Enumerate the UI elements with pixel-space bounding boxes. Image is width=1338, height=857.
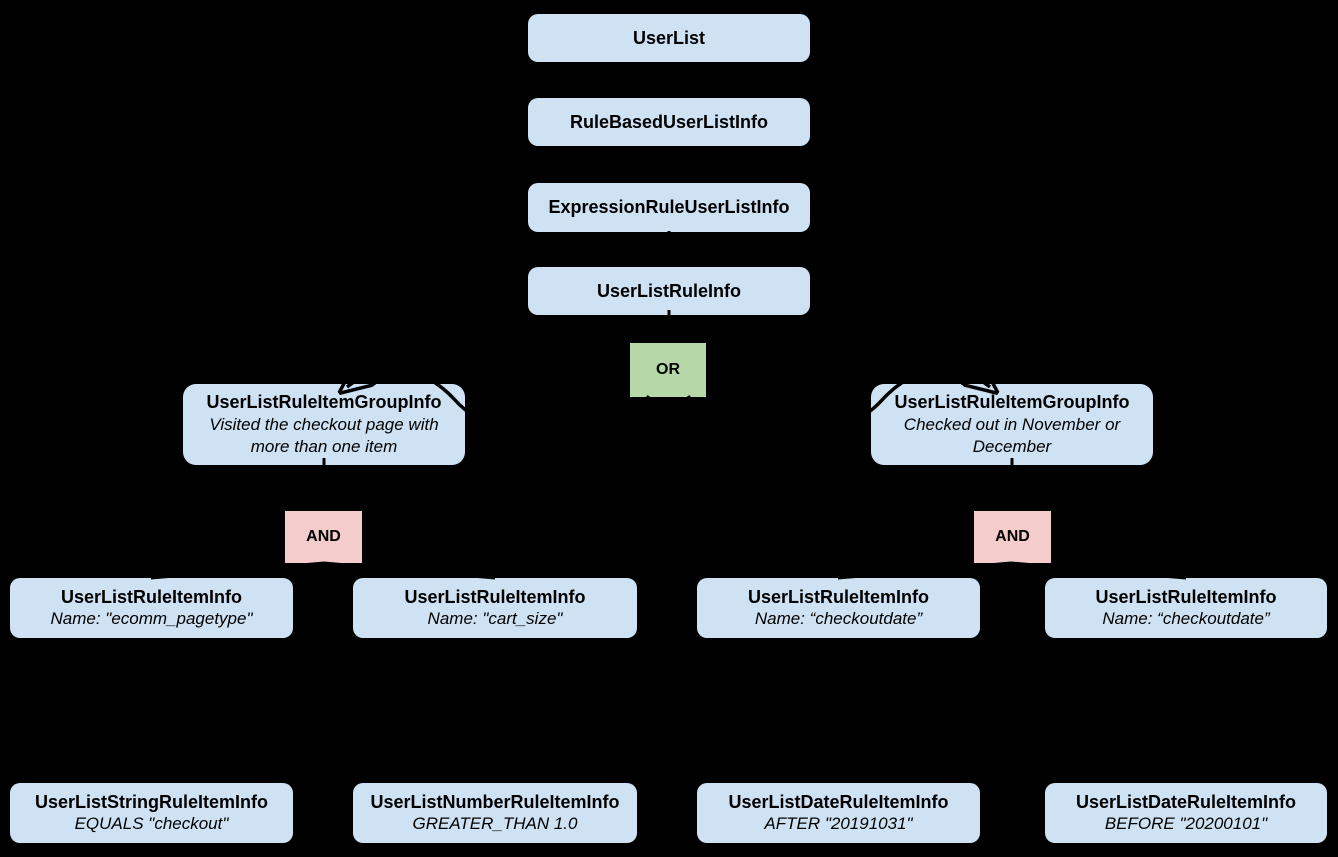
node-description: EQUALS "checkout"	[74, 814, 229, 834]
edge-and-right-item3	[837, 561, 1012, 580]
node-title: ExpressionRuleUserListInfo	[548, 197, 790, 218]
and-operator-box-left: AND	[285, 511, 362, 563]
node-title: UserListRuleItemGroupInfo	[894, 392, 1130, 413]
node-date-rule-item-before: UserListDateRuleItemInfo BEFORE "2020010…	[1045, 783, 1327, 843]
node-title: UserListRuleItemInfo	[60, 586, 243, 607]
node-title: UserList	[632, 27, 706, 48]
node-userlist: UserList	[528, 14, 810, 62]
node-title: UserListStringRuleItemInfo	[34, 791, 269, 812]
node-title: UserListRuleItemGroupInfo	[206, 392, 442, 413]
node-rule-item-ecomm-pagetype: UserListRuleItemInfo Name: "ecomm_pagety…	[10, 578, 293, 638]
node-title: RuleBasedUserListInfo	[569, 111, 769, 132]
node-description: Visited the checkout page with more than…	[209, 414, 439, 456]
node-title: UserListNumberRuleItemInfo	[370, 791, 620, 812]
edge-and-left-item2	[323, 561, 496, 580]
node-title: UserListRuleItemInfo	[747, 586, 930, 607]
node-rule-item-group-right: UserListRuleItemGroupInfo Checked out in…	[871, 384, 1153, 465]
node-rule-based-user-list-info: RuleBasedUserListInfo	[528, 98, 810, 146]
node-date-rule-item-after: UserListDateRuleItemInfo AFTER "20191031…	[697, 783, 980, 843]
node-title: UserListRuleInfo	[596, 280, 742, 301]
node-rule-item-checkoutdate-2: UserListRuleItemInfo Name: “checkoutdate…	[1045, 578, 1327, 638]
and-operator-box-right: AND	[974, 511, 1051, 563]
node-number-rule-item: UserListNumberRuleItemInfo GREATER_THAN …	[353, 783, 637, 843]
node-description: Name: “checkoutdate”	[1102, 609, 1270, 629]
node-user-list-rule-info: UserListRuleInfo	[528, 267, 810, 315]
node-string-rule-item: UserListStringRuleItemInfo EQUALS "check…	[10, 783, 293, 843]
node-description: Name: "ecomm_pagetype"	[50, 609, 253, 629]
and-operator-label: AND	[995, 528, 1030, 545]
node-description: Name: "cart_size"	[427, 609, 563, 629]
node-expression-rule-user-list-info: ExpressionRuleUserListInfo	[528, 183, 810, 232]
edge-and-left-item1	[150, 561, 325, 580]
node-rule-item-group-left: UserListRuleItemGroupInfo Visited the ch…	[183, 384, 465, 465]
node-title: UserListRuleItemInfo	[1095, 586, 1277, 607]
node-title: UserListDateRuleItemInfo	[1075, 791, 1297, 812]
node-description: AFTER "20191031"	[764, 814, 913, 834]
node-title: UserListRuleItemInfo	[404, 586, 586, 607]
node-description: BEFORE "20200101"	[1104, 814, 1268, 834]
node-rule-item-cart-size: UserListRuleItemInfo Name: "cart_size"	[353, 578, 637, 638]
node-rule-item-checkoutdate-1: UserListRuleItemInfo Name: “checkoutdate…	[697, 578, 980, 638]
node-description: Checked out in November or December	[903, 414, 1121, 456]
edge-and-right-item4	[1010, 561, 1187, 580]
and-operator-label: AND	[306, 528, 341, 545]
node-description: GREATER_THAN 1.0	[412, 814, 578, 834]
node-description: Name: “checkoutdate”	[754, 609, 923, 629]
node-title: UserListDateRuleItemInfo	[728, 791, 949, 812]
or-operator-box: OR	[630, 343, 706, 397]
or-operator-label: OR	[656, 361, 680, 378]
